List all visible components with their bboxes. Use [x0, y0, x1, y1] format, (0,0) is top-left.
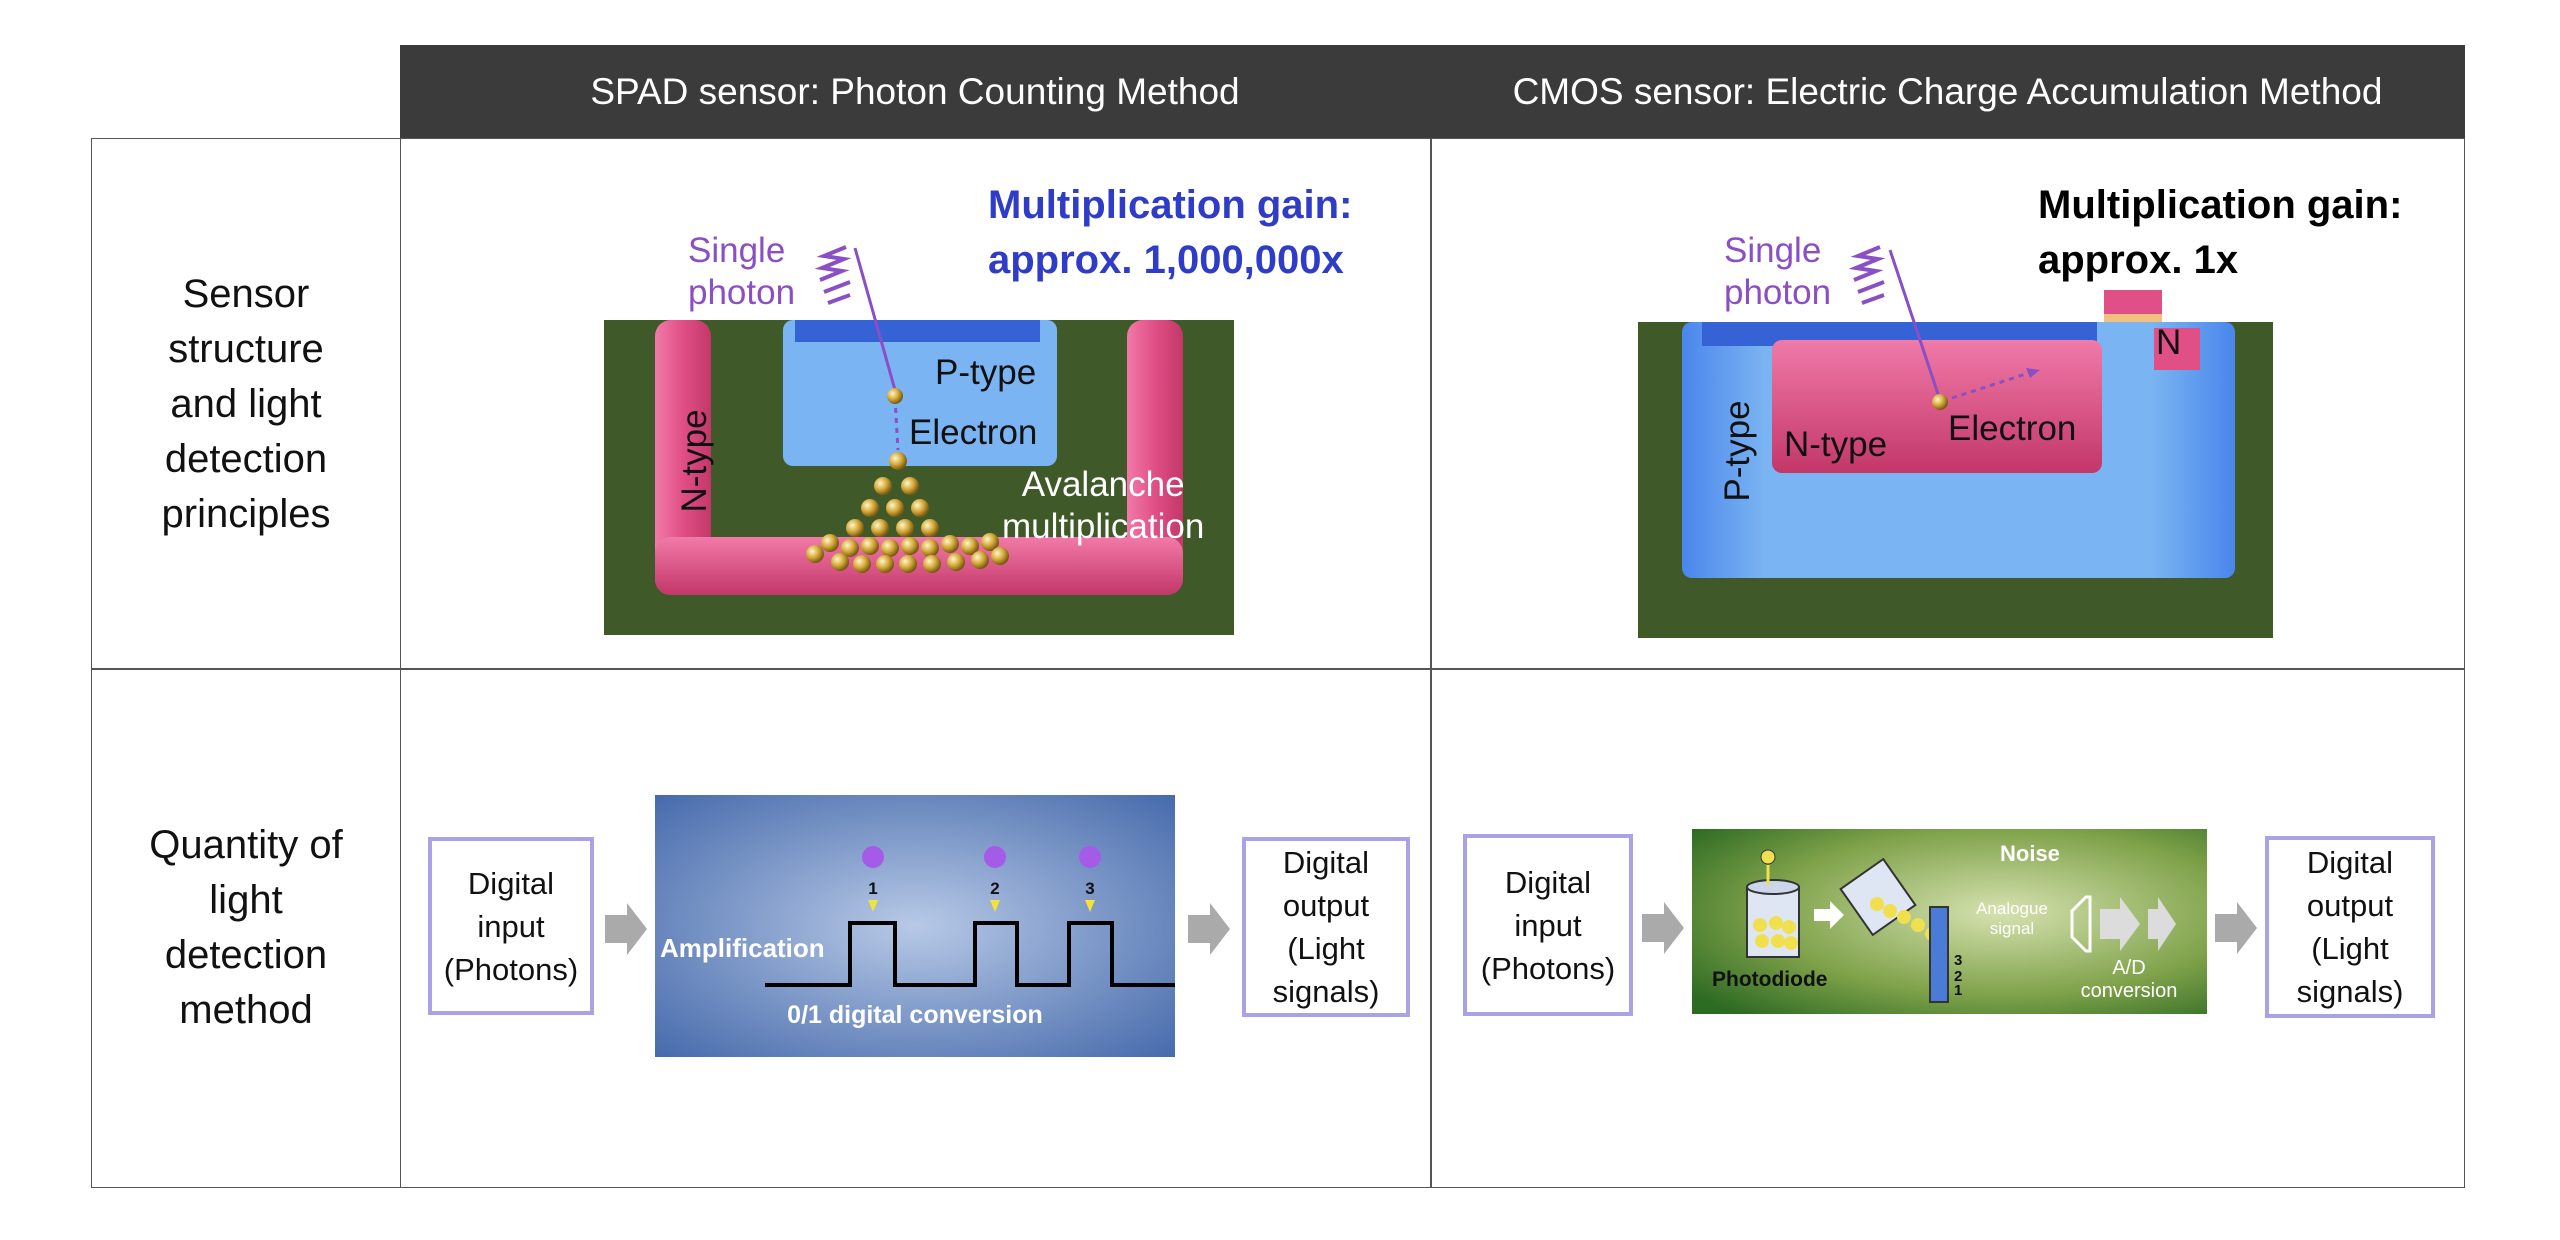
spad-pulse-number-2: 2	[990, 879, 999, 898]
spad-photon-dot-3	[1079, 846, 1101, 868]
spad-photon-wave-icon	[814, 245, 852, 305]
cmos-single-photon-label: Single photon	[1724, 231, 1832, 312]
spad-pulse-arrow-2-icon	[990, 900, 1000, 912]
spad-n-well-left	[655, 320, 711, 595]
cmos-arrow-2-icon	[2215, 902, 2257, 954]
cmos-gain-label: Multiplication gain: approx. 1x	[2038, 183, 2403, 282]
cmos-digital-input-box: Digital input (Photons)	[1463, 834, 1633, 1016]
spad-pulse-arrow-3-icon	[1085, 900, 1095, 912]
spad-arrow-1-icon	[605, 903, 647, 955]
spad-arrow-2-icon	[1188, 903, 1230, 955]
spad-panel-background	[655, 795, 1175, 1057]
cmos-photon-path	[1888, 249, 1942, 401]
spad-n-type-label: N-type	[675, 409, 714, 513]
cmos-n-small-label: N	[2156, 323, 2182, 362]
spad-pulse-waveform	[765, 921, 1175, 987]
cmos-conversion-panel: 3 2 1 Noise Photodiode Analogue signal A…	[1692, 829, 2207, 1014]
cmos-noise-label: Noise	[2000, 841, 2060, 866]
cmos-photodiode-label: Photodiode	[1712, 968, 1827, 991]
ad-conversion-arrows-icon	[2070, 895, 2176, 953]
spad-n-well-right	[1127, 320, 1183, 595]
spad-structure-diagram	[604, 245, 1234, 635]
cmos-arrow-1-icon	[1642, 902, 1684, 954]
spad-pulse-number-3: 3	[1085, 879, 1094, 898]
cmos-p-type-label: P-type	[1718, 400, 1757, 502]
spad-electron-path	[893, 397, 900, 451]
cmos-transfer-arrow-icon	[1814, 901, 1844, 929]
cmos-header-text: CMOS sensor: Electric Charge Accumulatio…	[1512, 71, 2383, 112]
row-label-quantity: Quantity of light detection method	[149, 823, 343, 1032]
row-label-structure: Sensor structure and light detection pri…	[161, 271, 331, 536]
spad-conversion-label: 0/1 digital conversion	[787, 1001, 1043, 1029]
cmos-analogue-label-line2: signal	[1990, 919, 2034, 938]
cmos-gate-oxide	[2104, 314, 2162, 322]
cmos-n-small-region	[2154, 328, 2200, 370]
spad-amplification-label: Amplification	[660, 933, 825, 963]
spad-conversion-panel: 1 2 3 Amplification 0/1 digital conversi…	[655, 795, 1175, 1057]
spad-n-well-bottom	[655, 537, 1183, 595]
cmos-photon-wave-icon	[1848, 245, 1886, 305]
analogue-column-icon: 3 2 1	[1929, 906, 1962, 1003]
spad-avalanche-electrons	[806, 452, 1009, 573]
cmos-ad-label-line1: A/D	[2112, 957, 2145, 979]
spad-quantity-cell	[400, 668, 1432, 1188]
spad-p-region	[783, 320, 1057, 466]
cmos-structure-cell	[1430, 138, 2465, 670]
cmos-electron-label: Electron	[1948, 409, 2077, 448]
cmos-electron	[1932, 394, 1948, 410]
spad-p-type-label: P-type	[935, 353, 1037, 392]
spad-photon-path	[853, 247, 897, 391]
spad-single-photon-label: Single photon	[688, 231, 796, 312]
cmos-electron-path	[1951, 370, 2033, 400]
spad-electron-label: Electron	[909, 413, 1038, 452]
spad-avalanche-label: Avalanche multiplication	[1002, 465, 1205, 546]
svg-text:3: 3	[1954, 952, 1962, 969]
cmos-structure-diagram	[1638, 245, 2273, 638]
spad-electron	[887, 388, 903, 404]
spad-photon-dot-2	[984, 846, 1006, 868]
spad-p-plus-layer	[795, 320, 1040, 342]
cmos-electron-arrowhead	[2026, 368, 2040, 378]
photodiode-icon	[1746, 849, 1800, 958]
cmos-column-header: CMOS sensor: Electric Charge Accumulatio…	[1430, 45, 2465, 139]
cmos-n-type-label: N-type	[1784, 425, 1888, 464]
spad-pulse-number-1: 1	[868, 879, 877, 898]
spad-photon-dot-1	[862, 846, 884, 868]
svg-text:1: 1	[1954, 982, 1962, 999]
cmos-digital-output-box: Digital output (Light signals)	[2265, 836, 2435, 1018]
spad-gain-label: Multiplication gain: approx. 1,000,000x	[988, 183, 1353, 282]
svg-text:2: 2	[1954, 968, 1962, 985]
spad-header-text: SPAD sensor: Photon Counting Method	[590, 71, 1240, 112]
spad-structure-cell	[400, 138, 1432, 670]
spad-column-header: SPAD sensor: Photon Counting Method	[400, 45, 1430, 139]
spad-digital-input-box: Digital input (Photons)	[428, 837, 594, 1015]
spad-digital-output-box: Digital output (Light signals)	[1242, 837, 1410, 1017]
cmos-analogue-label-line1: Analogue	[1976, 899, 2048, 918]
cmos-ad-label-line2: conversion	[2081, 980, 2178, 1002]
spad-pulse-arrow-1-icon	[868, 900, 878, 912]
cmos-quantity-cell	[1430, 668, 2465, 1188]
